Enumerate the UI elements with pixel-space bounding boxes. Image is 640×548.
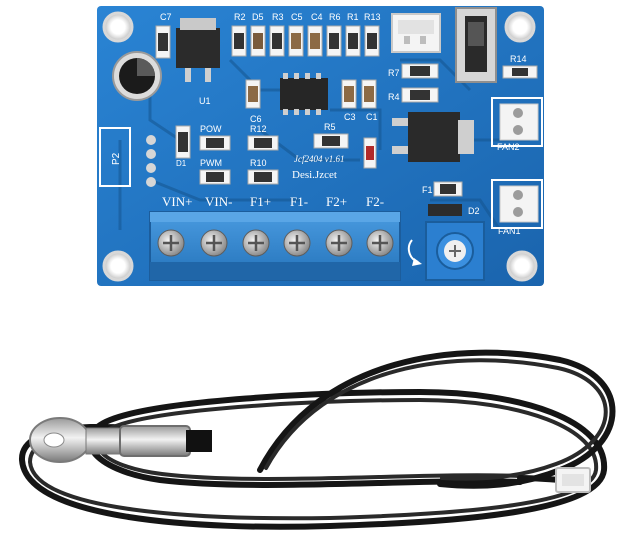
fan1-connector — [491, 179, 543, 229]
label-r12: R12 — [250, 124, 267, 134]
potentiometer — [425, 221, 485, 281]
terminal-label-vin-minus: VIN- — [205, 194, 232, 209]
label-r6: R6 — [329, 12, 341, 22]
jst-connector-top — [391, 13, 441, 53]
label-c1: C1 — [366, 112, 378, 122]
label-fan1: FAN1 — [498, 226, 521, 236]
p2-outline — [99, 127, 131, 187]
label-r5: R5 — [324, 122, 336, 132]
label-pwm: PWM — [200, 158, 222, 168]
top-labels: C7 R2 D5 R3 C5 C4 R6 R1 R13 — [160, 12, 381, 22]
label-c6: C6 — [250, 114, 262, 124]
slide-switch — [455, 7, 497, 83]
screw-terminal-block — [149, 211, 401, 281]
voltage-regulator — [176, 18, 220, 82]
model-text: Jcf2404 v1.61 — [294, 154, 344, 164]
label-c4: C4 — [311, 12, 323, 22]
mounting-holes — [102, 11, 538, 282]
probe-body — [119, 425, 191, 457]
smd-mid — [245, 63, 439, 109]
screw-5 — [325, 229, 353, 257]
label-c3: C3 — [344, 112, 356, 122]
label-r2: R2 — [234, 12, 246, 22]
p2-header-pins — [146, 135, 156, 187]
terminal-label-f2-plus: F2+ — [326, 194, 347, 209]
terminal-label-vin-plus: VIN+ — [162, 194, 192, 209]
label-r7: R7 — [388, 68, 400, 78]
fan2-connector — [491, 97, 543, 147]
terminal-label-f2-minus: F2- — [366, 194, 384, 209]
label-d5: D5 — [252, 12, 264, 22]
label-c7: C7 — [160, 12, 172, 22]
label-c5: C5 — [291, 12, 303, 22]
label-u1: U1 — [199, 96, 211, 106]
pcb-board: P2 U1 C7 R2 D5 R3 C5 C4 — [97, 6, 544, 286]
label-r14: R14 — [510, 54, 527, 64]
label-pow: POW — [200, 124, 222, 134]
mosfet — [392, 112, 474, 162]
terminal-label-f1-minus: F1- — [290, 194, 308, 209]
probe-shrink-tube — [186, 430, 212, 452]
screw-1 — [157, 229, 185, 257]
ic-chip — [280, 73, 328, 115]
screw-2 — [200, 229, 228, 257]
label-r4: R4 — [388, 92, 400, 102]
label-fan2: FAN2 — [497, 142, 520, 152]
label-r10: R10 — [250, 158, 267, 168]
smd-row-top — [155, 25, 380, 59]
label-d2: D2 — [468, 206, 480, 216]
screw-4 — [283, 229, 311, 257]
terminal-label-f1-plus: F1+ — [250, 194, 271, 209]
diode-d2 — [428, 204, 462, 216]
jst-plug-end — [555, 467, 591, 493]
screw-3 — [242, 229, 270, 257]
electrolytic-capacitor — [112, 51, 162, 101]
terminal-labels: VIN+ VIN- F1+ F1- F2+ F2- — [162, 194, 384, 209]
label-d1: D1 — [176, 159, 187, 168]
sensor-probe — [29, 417, 212, 463]
diode-red — [363, 137, 377, 169]
terminal-screws — [157, 229, 394, 257]
label-r3: R3 — [272, 12, 284, 22]
label-r13: R13 — [364, 12, 381, 22]
smd-left — [175, 125, 349, 185]
temperature-sensor-cable — [18, 349, 616, 530]
label-r1: R1 — [347, 12, 359, 22]
screw-6 — [366, 229, 394, 257]
designer-text: Desi.Jzcet — [292, 169, 337, 181]
label-f1: F1 — [422, 185, 433, 195]
p2-label: P2 — [111, 152, 122, 165]
